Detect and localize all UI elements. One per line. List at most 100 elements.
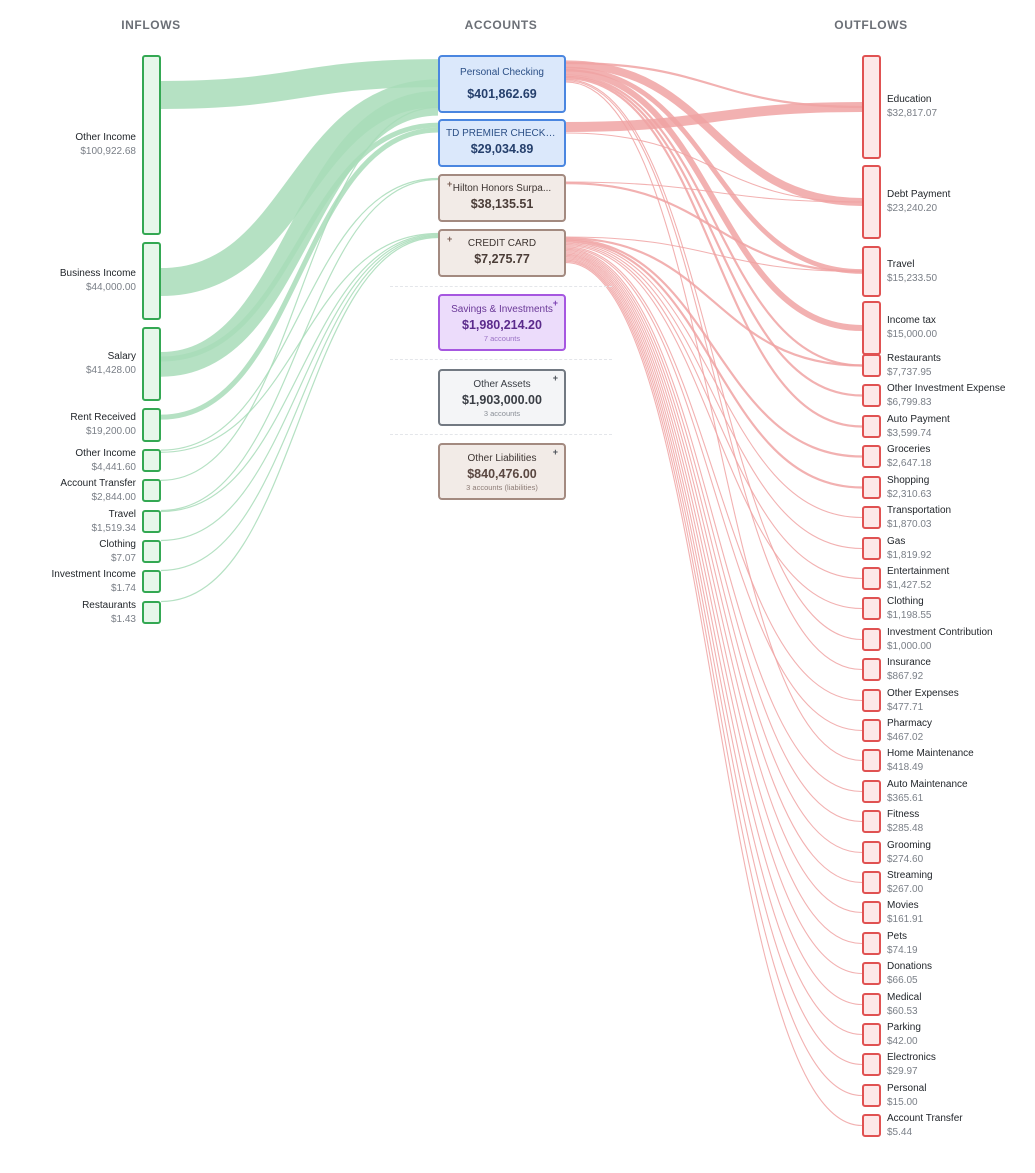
outflow-amount: $1,870.03 [887,518,932,530]
inflow-label: Salary$41,428.00 [0,350,136,378]
inflow-node-travel[interactable] [142,510,161,533]
outflow-node-auto-payment[interactable] [862,415,881,438]
outflow-ribbon [565,259,863,1066]
outflow-name: Streaming [887,869,933,881]
outflow-label: Income tax$15,000.00 [887,314,1027,342]
inflow-node-investment-income[interactable] [142,570,161,593]
inflow-node-clothing[interactable] [142,540,161,563]
outflow-node-electronics[interactable] [862,1053,881,1076]
outflow-node-account-transfer[interactable] [862,1114,881,1137]
outflow-node-other-expenses[interactable] [862,689,881,712]
expand-plus-icon[interactable]: + [447,234,453,244]
outflow-ribbon [565,254,863,945]
section-divider [390,434,612,435]
outflow-node-transportation[interactable] [862,506,881,529]
outflow-label: Grooming$274.60 [887,839,1027,867]
outflow-node-debt-payment[interactable] [862,165,881,239]
outflow-name: Restaurants [887,352,941,364]
outflow-node-parking[interactable] [862,1023,881,1046]
outflow-name: Auto Maintenance [887,778,968,790]
outflow-ribbon [565,257,863,1006]
outflow-node-shopping[interactable] [862,476,881,499]
outflow-node-pharmacy[interactable] [862,719,881,742]
account-card-td-premier-checking[interactable]: TD PREMIER CHECKING$29,034.89 [438,119,566,167]
outflow-node-entertainment[interactable] [862,567,881,590]
inflow-node-rent-received[interactable] [142,408,161,442]
outflow-name: Pharmacy [887,717,933,729]
outflow-amount: $23,240.20 [887,203,938,214]
outflow-node-groceries[interactable] [862,445,881,468]
section-divider [390,359,612,360]
outflow-ribbon [565,250,863,823]
account-name: CREDIT CARD [467,238,537,249]
inflow-label: Investment Income$1.74 [0,568,136,596]
section-divider [390,286,612,287]
inflow-name: Salary [107,351,136,362]
inflow-amount: $100,922.68 [80,146,136,157]
inflow-node-other-income[interactable] [142,449,161,472]
outflow-name: Electronics [887,1051,936,1063]
inflow-amount: $7.07 [110,552,136,564]
account-card-personal-checking[interactable]: Personal Checking$401,862.69 [438,55,566,113]
account-card-hilton-honors-surpa[interactable]: Hilton Honors Surpa...$38,135.51+ [438,174,566,222]
expand-plus-icon[interactable]: + [552,373,558,383]
outflow-ribbon [565,256,863,975]
outflow-node-home-maintenance[interactable] [862,749,881,772]
inflow-node-salary[interactable] [142,327,161,401]
inflow-label: Restaurants$1.43 [0,599,136,627]
inflow-amount: $1,519.34 [91,522,137,534]
outflow-ribbon [565,239,863,489]
outflow-node-fitness[interactable] [862,810,881,833]
account-name: Other Assets [473,379,531,390]
outflow-node-restaurants[interactable] [862,354,881,377]
expand-plus-icon[interactable]: + [552,298,558,308]
outflow-node-movies[interactable] [862,901,881,924]
account-name: Hilton Honors Surpa... [452,183,552,194]
outflow-node-streaming[interactable] [862,871,881,894]
outflow-name: Account Transfer [887,1112,963,1124]
outflow-node-investment-contribution[interactable] [862,628,881,651]
outflow-label: Other Investment Expense$6,799.83 [887,382,1027,410]
inflow-node-restaurants[interactable] [142,601,161,624]
expand-plus-icon[interactable]: + [552,447,558,457]
outflow-node-personal[interactable] [862,1084,881,1107]
expand-plus-icon[interactable]: + [447,179,453,189]
outflow-amount: $66.05 [887,974,918,986]
outflow-name: Pets [887,930,908,942]
outflow-amount: $285.48 [887,822,924,834]
inflow-node-business-income[interactable] [142,242,161,320]
outflow-label: Investment Contribution$1,000.00 [887,626,1027,654]
outflow-node-donations[interactable] [862,962,881,985]
outflow-name: Auto Payment [887,413,950,425]
outflow-node-income-tax[interactable] [862,301,881,355]
outflow-amount: $7,737.95 [887,366,932,378]
outflows-header: OUTFLOWS [834,18,908,32]
outflow-node-grooming[interactable] [862,841,881,864]
account-card-credit-card[interactable]: CREDIT CARD$7,275.77+ [438,229,566,277]
outflow-node-gas[interactable] [862,537,881,560]
outflow-node-pets[interactable] [862,932,881,955]
outflow-node-other-investment-expense[interactable] [862,384,881,407]
outflow-node-clothing[interactable] [862,597,881,620]
inflow-node-account-transfer[interactable] [142,479,161,502]
inflow-node-other-income[interactable] [142,55,161,235]
inflow-label: Account Transfer$2,844.00 [0,477,136,505]
outflow-name: Education [887,94,932,105]
account-balance: $1,903,000.00 [462,393,542,407]
outflow-ribbon [565,237,863,367]
outflow-node-travel[interactable] [862,246,881,297]
outflow-node-education[interactable] [862,55,881,159]
outflow-ribbon [565,69,863,331]
outflow-ribbon [565,253,863,914]
outflow-ribbon [565,260,863,1097]
outflow-amount: $5.44 [887,1126,913,1138]
outflow-node-insurance[interactable] [862,658,881,681]
outflow-node-medical[interactable] [862,993,881,1016]
outflow-ribbon [565,248,863,793]
inflow-label: Clothing$7.07 [0,538,136,566]
outflow-node-auto-maintenance[interactable] [862,780,881,803]
